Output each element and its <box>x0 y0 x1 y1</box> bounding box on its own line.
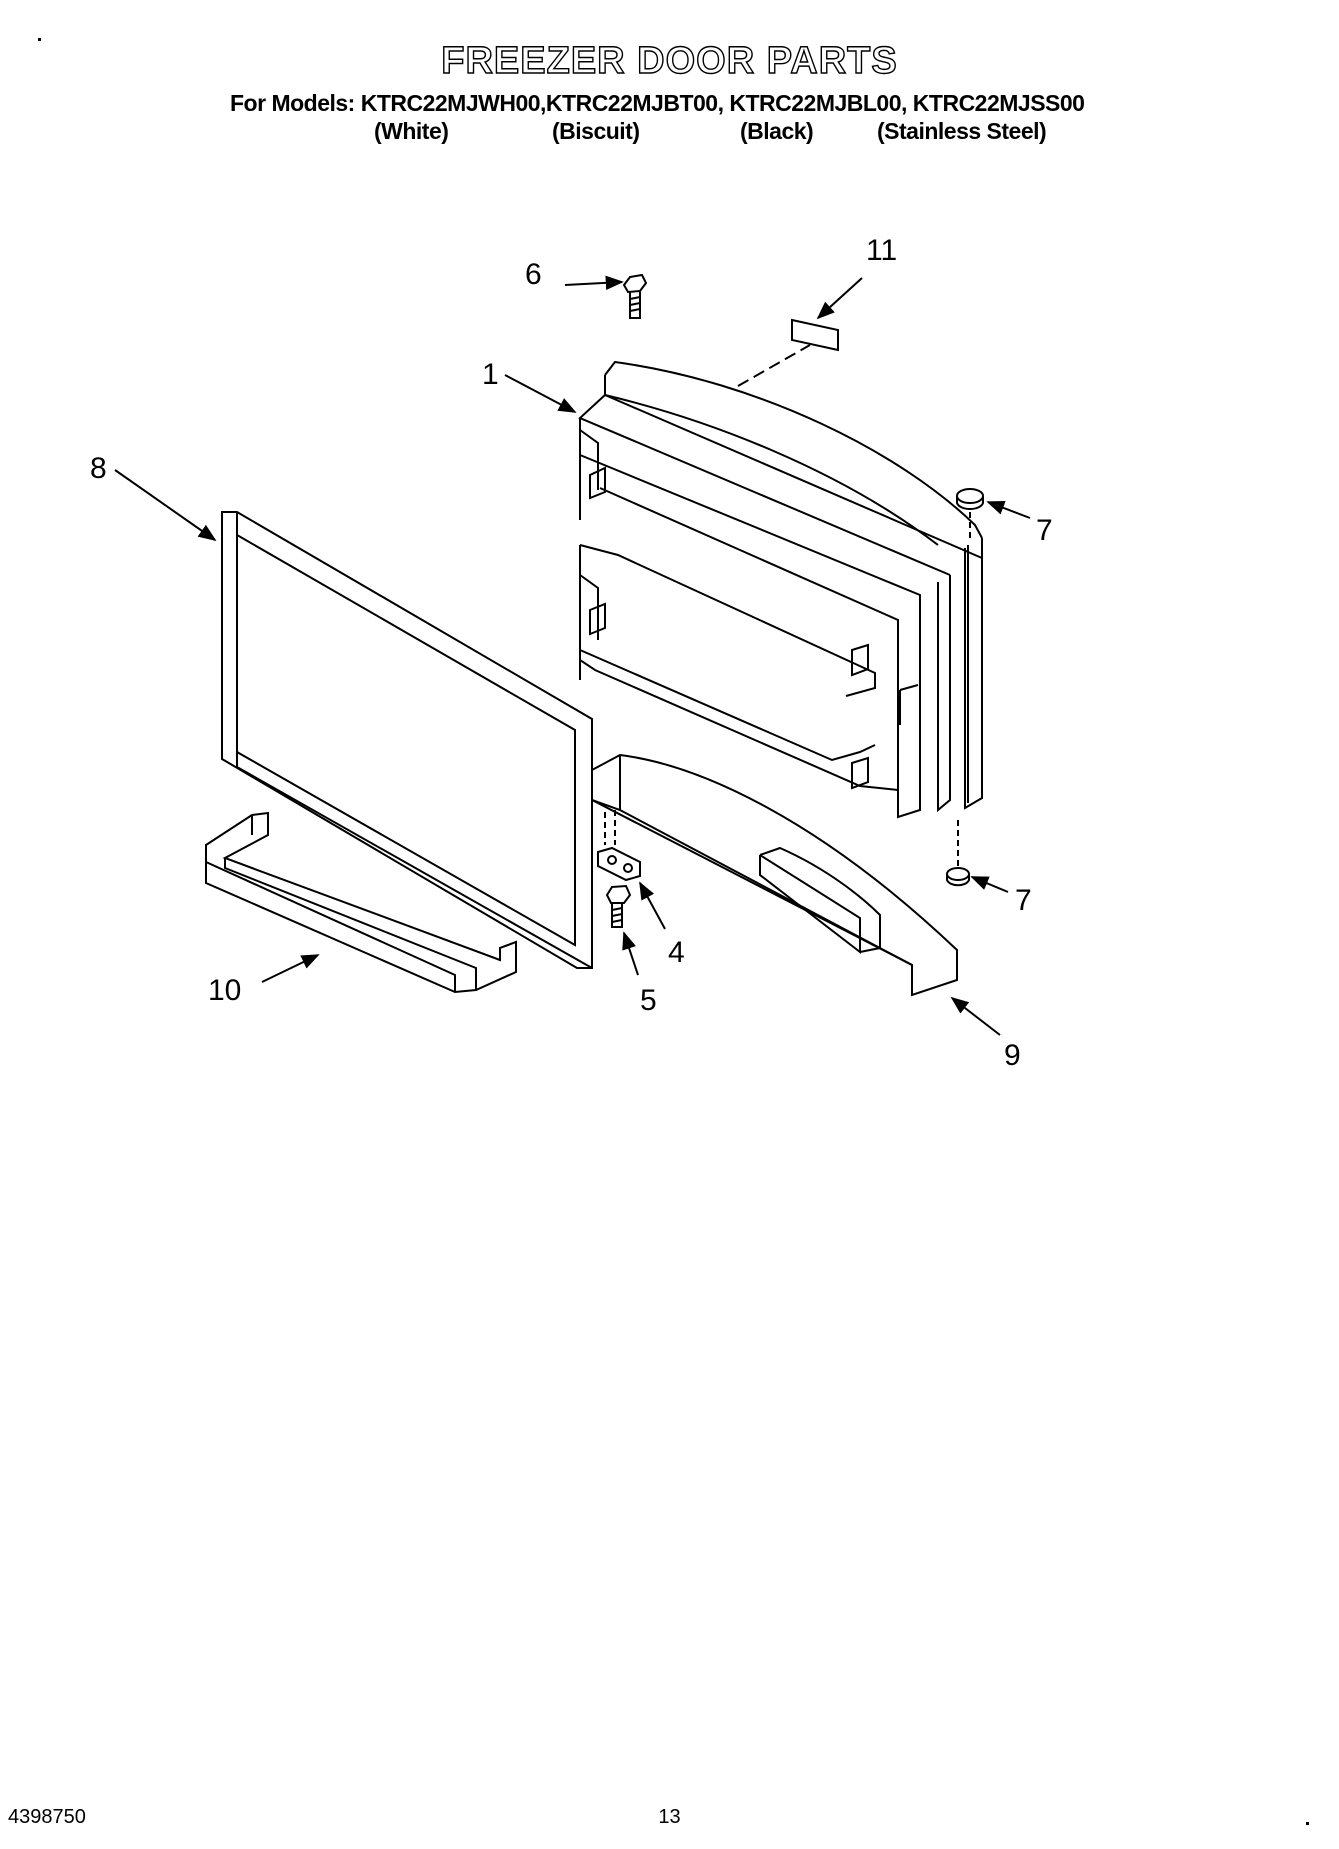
callout-9: 9 <box>1004 1039 1021 1072</box>
plug-part-bottom <box>946 820 970 887</box>
label-part <box>791 318 839 352</box>
screw-part-bottom <box>605 884 632 928</box>
corner-mark-top <box>38 38 41 41</box>
callout-1: 1 <box>482 358 499 391</box>
door-handle-part <box>591 753 958 997</box>
screw-part-top <box>622 273 648 319</box>
callout-5: 5 <box>640 984 657 1017</box>
callout-7-top: 7 <box>1036 514 1053 547</box>
corner-mark-bottom <box>1306 1822 1309 1825</box>
door-shelf-part <box>205 811 517 994</box>
door-gasket-part <box>221 511 593 969</box>
leader-1 <box>504 374 577 413</box>
document-number: 4398750 <box>8 1806 86 1828</box>
hinge-plate-part <box>597 810 641 882</box>
leader-4 <box>639 881 666 930</box>
page-title: FREEZER DOOR PARTS <box>441 39 898 82</box>
finish-stainless: (Stainless Steel) <box>877 118 1047 144</box>
callout-10: 10 <box>208 974 241 1007</box>
callout-11: 11 <box>866 234 897 267</box>
door-liner-part <box>578 360 983 819</box>
page-number: 13 <box>658 1806 681 1828</box>
callout-7-bottom: 7 <box>1015 884 1032 917</box>
leader-8 <box>114 469 217 542</box>
finish-black: (Black) <box>740 118 814 144</box>
leader-5 <box>622 931 639 976</box>
leader-10 <box>261 954 320 983</box>
finish-white: (White) <box>374 118 449 144</box>
leader-9 <box>950 996 1001 1036</box>
leader-6 <box>564 275 624 291</box>
plug-part-top <box>956 488 984 540</box>
finish-biscuit: (Biscuit) <box>552 118 640 144</box>
leader-7-bottom <box>970 876 1009 893</box>
leader-7-top <box>986 501 1031 519</box>
callout-8: 8 <box>90 452 107 485</box>
callout-6: 6 <box>525 258 542 291</box>
leader-11 <box>816 277 863 320</box>
models-line: For Models: KTRC22MJWH00,KTRC22MJBT00, K… <box>230 90 1085 116</box>
callout-4: 4 <box>668 936 685 969</box>
